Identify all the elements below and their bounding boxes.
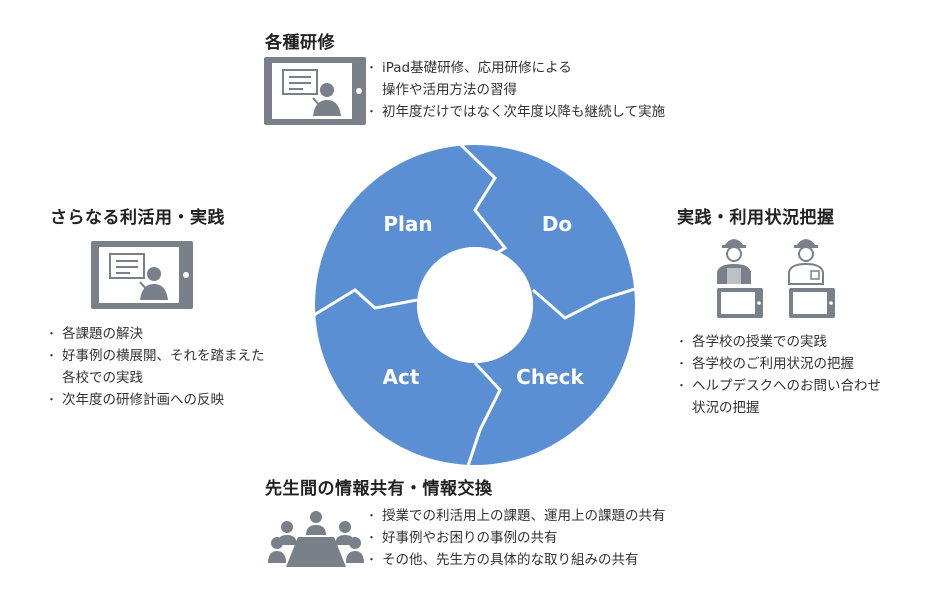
meeting-table-icon xyxy=(268,511,364,567)
training-title: 各種研修 xyxy=(265,33,335,53)
stage-act: Act xyxy=(383,365,420,389)
further-bullets: 各課題の解決 好事例の横展開、それを踏まえた 各校での実践 次年度の研修計画への… xyxy=(46,323,265,411)
practice-bullet-3: ヘルプデスクへのお問い合わせ 状況の把握 xyxy=(676,375,881,419)
practice-bullet-1: 各学校の授業での実践 xyxy=(676,331,881,353)
training-bullet-1: iPad基礎研修、応用研修による 操作や活用方法の習得 xyxy=(366,57,665,101)
divider-do-check xyxy=(532,286,639,320)
sharing-title: 先生間の情報共有・情報交換 xyxy=(265,479,493,499)
divider-check-act xyxy=(466,361,502,467)
divider-act-plan xyxy=(313,288,418,317)
tablet-presentation-icon xyxy=(91,241,193,309)
sharing-bullet-2: 好事例やお困りの事例の共有 xyxy=(366,527,666,549)
further-bullet-2: 好事例の横展開、それを踏まえた 各校での実践 xyxy=(46,345,264,389)
stage-plan: Plan xyxy=(383,212,432,236)
further-bullet-1: 各課題の解決 xyxy=(46,323,265,345)
sharing-bullets: 授業での利活用上の課題、運用上の課題の共有 好事例やお困りの事例の共有 その他、… xyxy=(366,505,666,571)
further-title: さらなる利活用・実践 xyxy=(50,208,225,228)
further-bullet-3: 次年度の研修計画への反映 xyxy=(46,389,265,411)
practice-title: 実践・利用状況把握 xyxy=(677,208,835,228)
pdca-cycle: Plan Do Check Act xyxy=(313,142,639,467)
training-bullet-2: 初年度だけではなく次年度以降も継続して実施 xyxy=(366,101,665,123)
sharing-bullet-1: 授業での利活用上の課題、運用上の課題の共有 xyxy=(366,505,665,527)
training-bullets: iPad基礎研修、応用研修による 操作や活用方法の習得 初年度だけではなく次年度… xyxy=(366,57,665,123)
teachers-with-tablets-icon xyxy=(717,239,835,318)
practice-bullets: 各学校の授業での実践 各学校のご利用状況の把握 ヘルプデスクへのお問い合わせ 状… xyxy=(676,331,881,419)
cycle-center xyxy=(417,247,533,363)
practice-bullet-2: 各学校のご利用状況の把握 xyxy=(676,353,881,375)
sharing-bullet-3: その他、先生方の具体的な取り組みの共有 xyxy=(366,549,666,571)
stage-do: Do xyxy=(542,212,572,236)
stage-check: Check xyxy=(516,365,584,389)
tablet-lecture-icon xyxy=(264,57,366,125)
